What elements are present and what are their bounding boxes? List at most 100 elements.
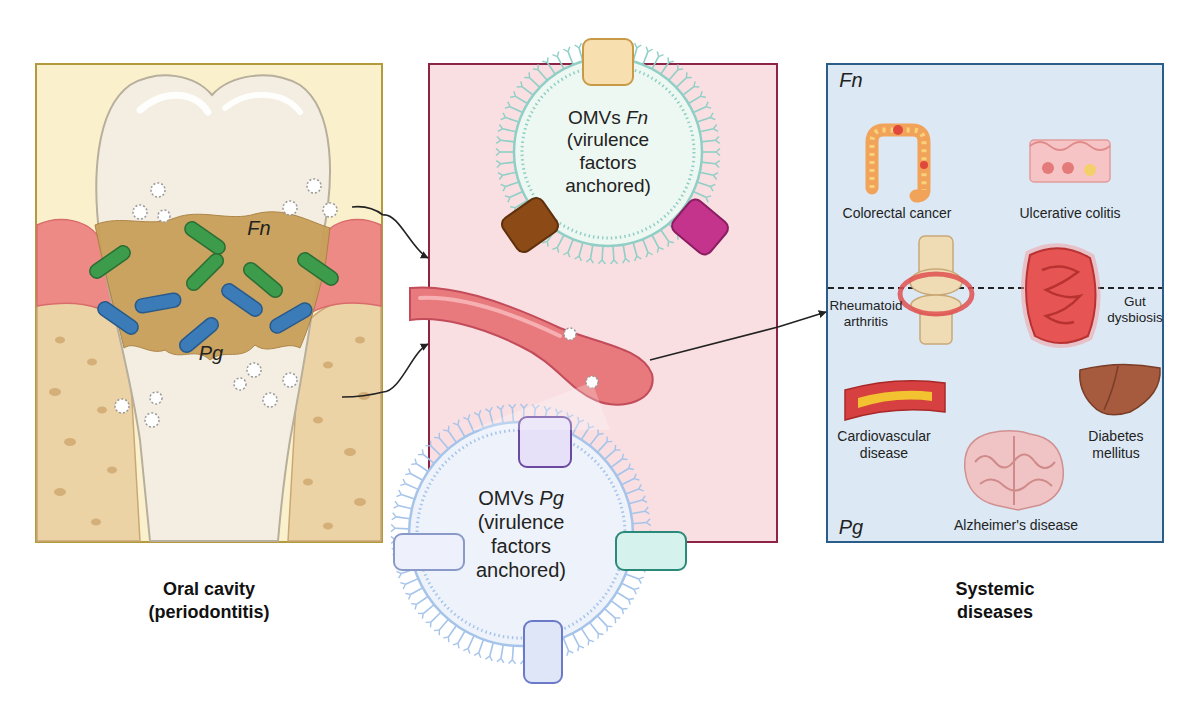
lps-branch [667, 57, 669, 62]
species-label: Fn [239, 216, 279, 240]
lps-branch [659, 55, 664, 57]
lps-branch [479, 410, 481, 415]
lps-spike [568, 52, 573, 65]
lps-branch [706, 107, 711, 108]
lps-spike [597, 616, 607, 626]
lps-branch [614, 618, 616, 623]
lps-spike [605, 609, 615, 618]
lps-spike [689, 96, 701, 103]
lps-branch [524, 404, 528, 408]
lps-branch [648, 49, 653, 51]
lps-spike [405, 579, 418, 585]
lps-branch [579, 256, 581, 261]
lps-branch [567, 651, 569, 656]
lps-spike [633, 243, 637, 256]
lps-spike [652, 235, 659, 247]
lps-branch [598, 433, 603, 434]
lps-branch [669, 241, 674, 242]
lps-branch [418, 613, 423, 615]
lps-branch [426, 621, 431, 623]
lps-branch [715, 140, 719, 143]
lps-spike [611, 601, 622, 609]
lps-branch [569, 651, 574, 653]
lps-spike [629, 500, 642, 504]
lps-branch [524, 77, 529, 79]
lps-branch [716, 152, 720, 156]
lps-branch [614, 445, 616, 450]
lps-spike [693, 107, 706, 113]
lps-branch [400, 583, 405, 585]
lps-spike [622, 479, 635, 485]
lps-branch [575, 45, 579, 48]
omv-label: OMVs Fn (virulence factors anchored) [544, 107, 672, 198]
species-label: Fn [831, 68, 871, 92]
lps-branch [615, 617, 620, 618]
lps-branch [579, 43, 581, 48]
lps-branch [587, 423, 589, 428]
virulence-factor [616, 532, 686, 570]
virulence-factor [524, 621, 562, 683]
lps-branch [498, 173, 503, 176]
lps-branch [422, 614, 424, 619]
lps-branch [453, 643, 458, 645]
lps-branch [405, 474, 410, 475]
lps-spike [458, 631, 465, 643]
lps-spike [631, 511, 645, 514]
lps-spike [538, 70, 547, 81]
lps-branch [569, 415, 574, 417]
lps-branch [434, 629, 439, 631]
lps-spike [581, 628, 589, 640]
lps-branch [701, 91, 703, 96]
lps-branch [498, 129, 503, 132]
lps-branch [622, 609, 623, 614]
lps-branch [642, 500, 647, 502]
lps-branch [448, 637, 450, 642]
virulence-factor [583, 39, 633, 85]
lps-spike [468, 636, 474, 649]
lps-branch [558, 411, 563, 414]
omv-label: OMVs Pg (virulence factors anchored) [462, 486, 580, 582]
lps-branch [443, 430, 448, 431]
panel-caption: Systemic diseases [935, 578, 1055, 625]
omv-shape [496, 40, 720, 264]
lps-branch [669, 61, 674, 62]
lps-branch [499, 125, 502, 129]
lps-spike [468, 420, 474, 433]
lps-branch [629, 463, 631, 468]
lps-spike [398, 506, 412, 509]
lps-spike [563, 638, 568, 651]
lps-branch [648, 252, 653, 254]
lps-branch [622, 454, 623, 459]
lps-branch [622, 608, 627, 610]
lps-branch [646, 252, 648, 257]
lps-branch [426, 445, 431, 447]
lps-branch [463, 417, 468, 419]
lps-branch [439, 433, 440, 438]
lps-spike [702, 151, 716, 153]
lps-spike [503, 129, 517, 132]
lps-branch [496, 152, 500, 156]
lps-branch [642, 496, 645, 500]
lps-branch [634, 474, 636, 479]
lps-branch [396, 495, 401, 497]
lps-branch [713, 175, 716, 179]
lps-branch [629, 599, 631, 604]
lps-spike [701, 140, 715, 142]
lps-branch [393, 513, 396, 517]
lps-branch [485, 409, 489, 412]
disease-label: Diabetes mellitus [1079, 428, 1153, 462]
lps-branch [490, 407, 492, 412]
lps-branch [568, 252, 570, 257]
lps-branch [547, 241, 549, 246]
lps-branch [443, 637, 448, 638]
lps-branch [532, 404, 535, 408]
lps-spike [501, 140, 515, 142]
omv-shape [389, 402, 653, 666]
lps-branch [646, 47, 648, 52]
lps-spike [568, 239, 573, 252]
lps-branch [535, 405, 539, 409]
lps-branch [501, 405, 504, 410]
lps-spike [479, 415, 484, 428]
flow-arrow [383, 344, 428, 392]
lps-branch [399, 573, 402, 578]
